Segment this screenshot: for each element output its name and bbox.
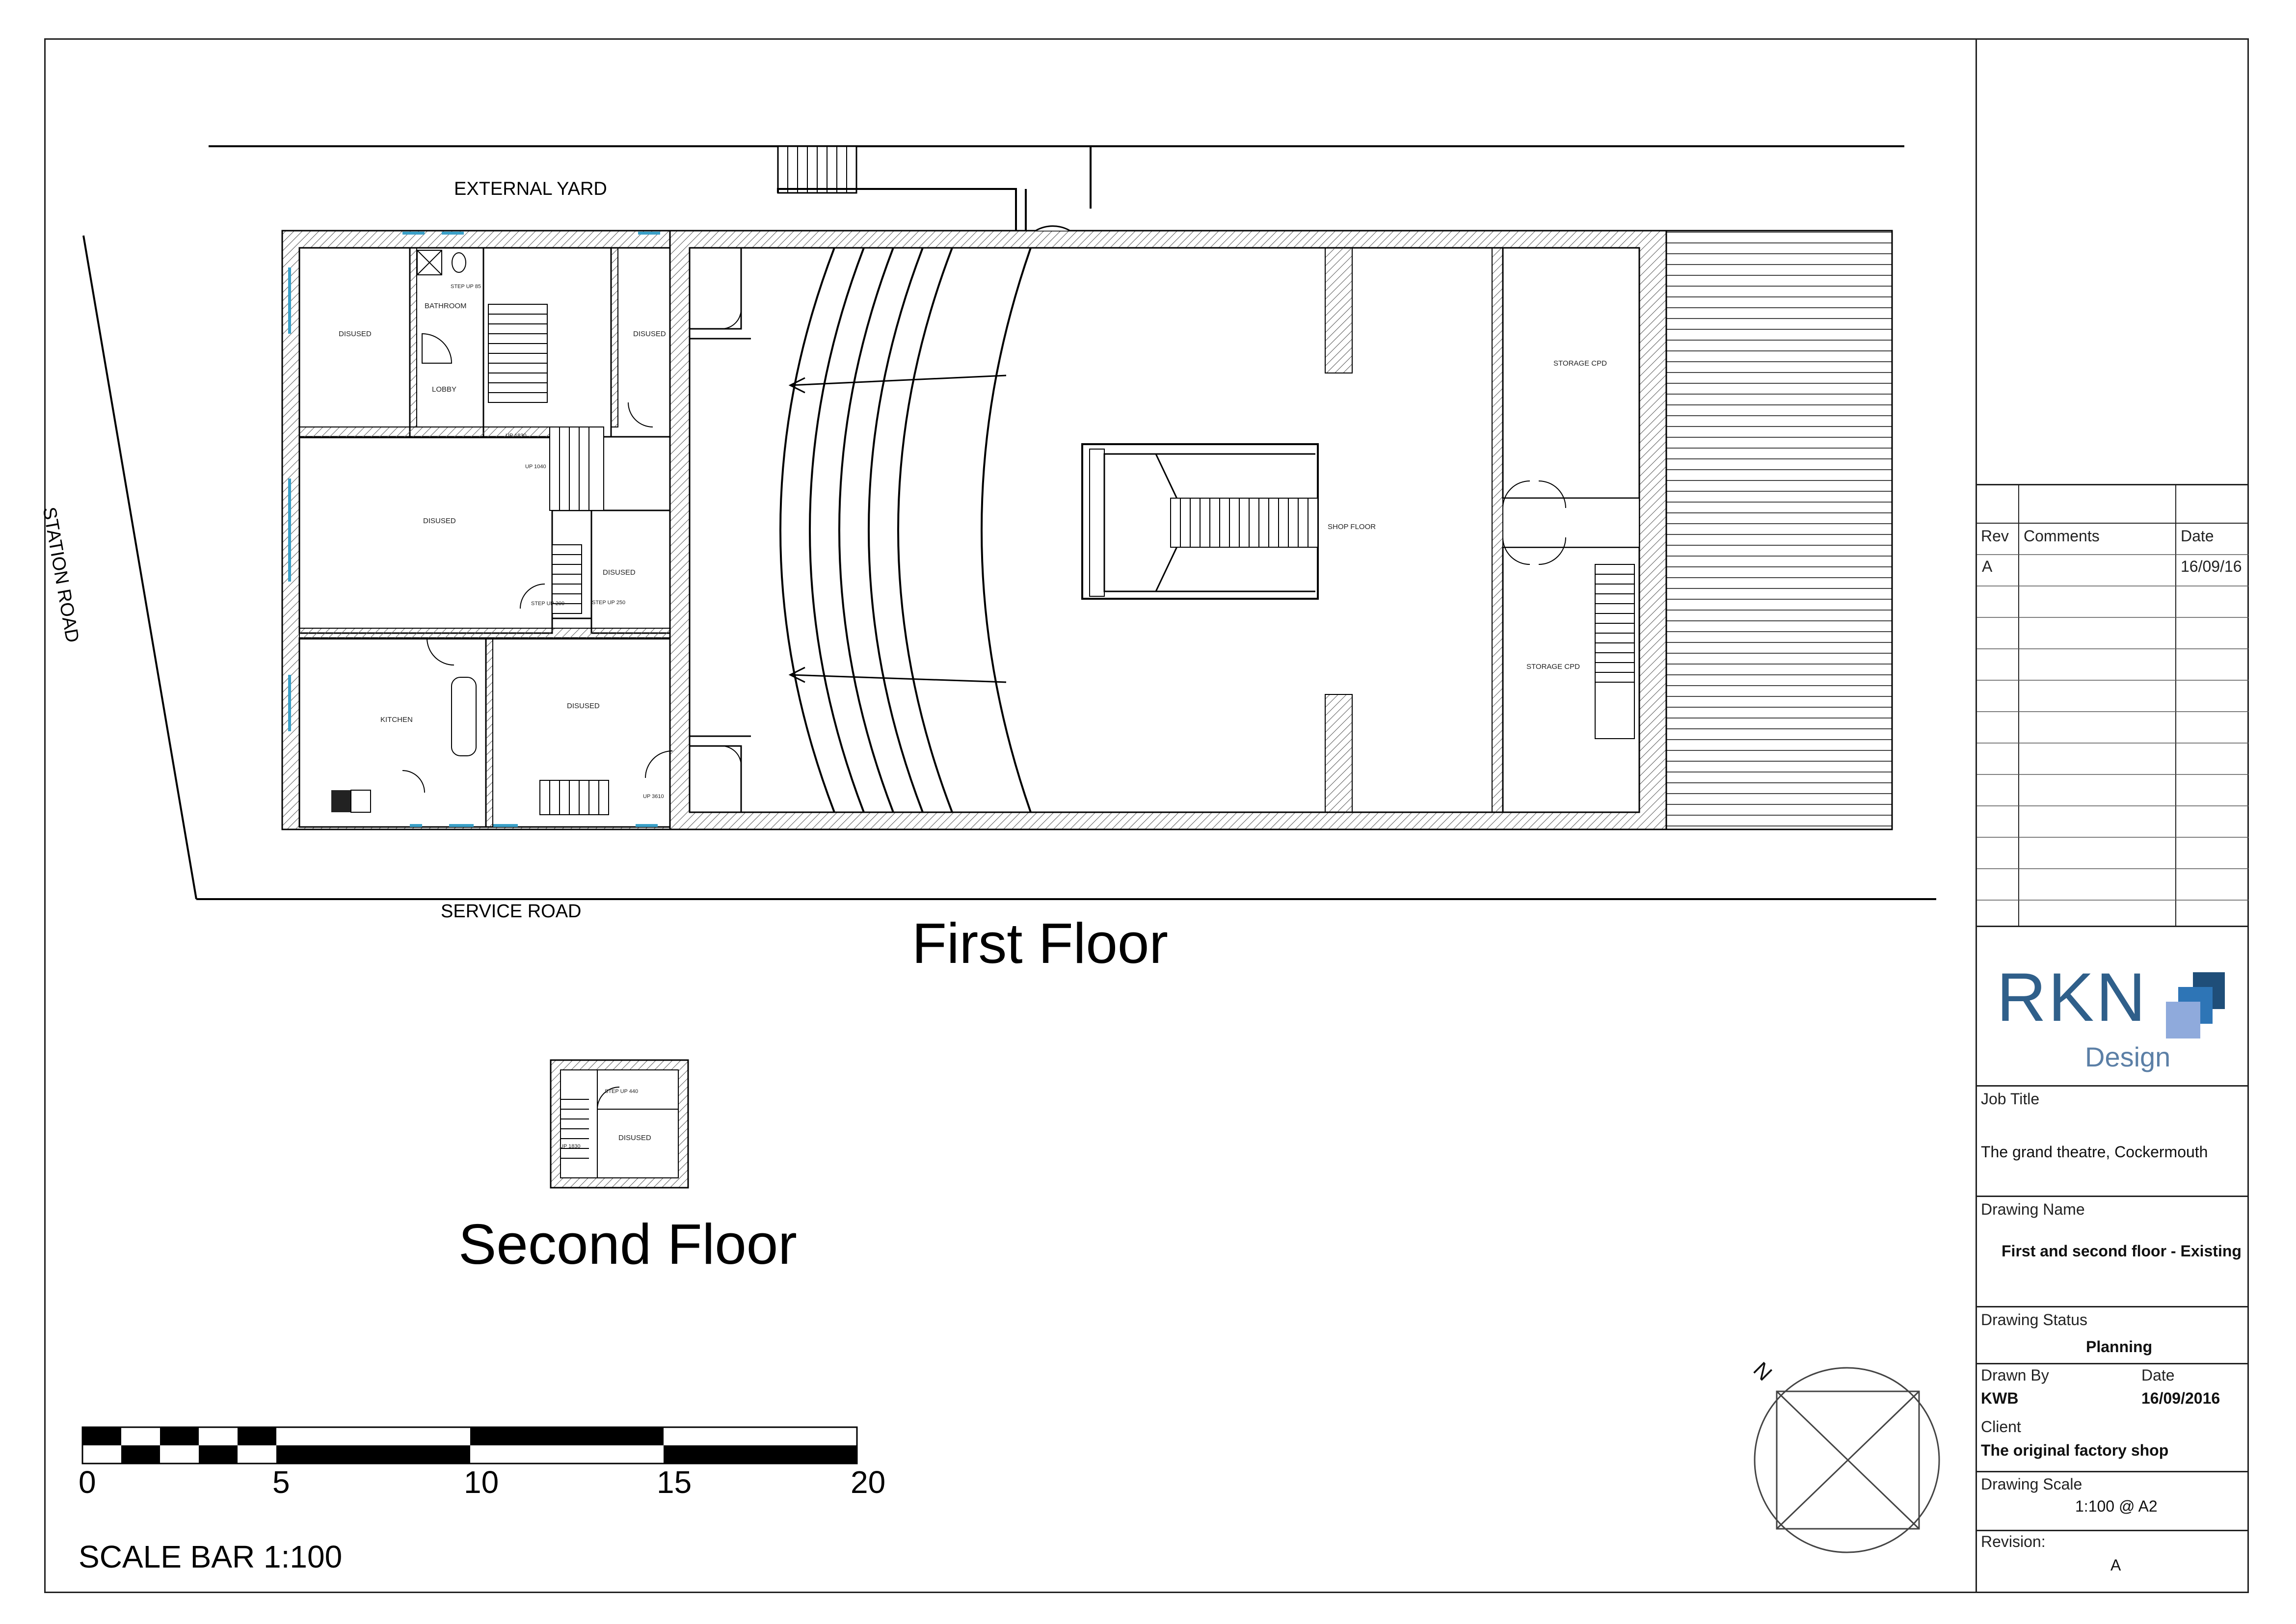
logo-sub-text: Design xyxy=(2085,1041,2171,1072)
external-stair xyxy=(777,145,1027,231)
second-floor-title: Second Floor xyxy=(458,1212,797,1276)
revision-value: A xyxy=(2110,1556,2121,1574)
second-floor-plan xyxy=(550,1059,689,1189)
room-disused-2 xyxy=(610,247,671,438)
room-label-disused-2: DISUSED xyxy=(633,330,666,338)
drawing-sheet-border xyxy=(44,38,2249,1593)
date-header: Date xyxy=(2181,527,2214,545)
date-value: 16/09/2016 xyxy=(2141,1389,2220,1407)
scale-tick-20: 20 xyxy=(851,1464,886,1500)
first-floor-title: First Floor xyxy=(912,911,1168,975)
note-up-1040: UP 1040 xyxy=(525,464,546,470)
note-step-up-85: STEP UP 85 xyxy=(451,284,481,290)
room-storage-1 xyxy=(1502,247,1640,499)
scale-tick-5: 5 xyxy=(272,1464,290,1500)
room-disused-4 xyxy=(590,509,671,634)
note-step-up-200: STEP UP 200 xyxy=(531,601,565,607)
client-label: Client xyxy=(1981,1418,2021,1436)
service-road-label: SERVICE ROAD xyxy=(441,901,582,922)
room-label-kitchen: KITCHEN xyxy=(380,716,413,724)
west-wing xyxy=(281,230,675,830)
scale-tick-0: 0 xyxy=(79,1464,96,1500)
comments-header: Comments xyxy=(2024,527,2100,545)
note-step-up-440: STEP UP 440 xyxy=(605,1089,639,1094)
revision-label: Revision: xyxy=(1981,1533,2046,1550)
east-roof-area xyxy=(1665,230,1893,830)
drawing-name-value: First and second floor - Existing xyxy=(2002,1242,2242,1260)
external-yard-label: EXTERNAL YARD xyxy=(454,179,607,199)
scale-bar-label: SCALE BAR 1:100 xyxy=(79,1539,343,1574)
room-bathroom xyxy=(409,247,484,438)
room-label-disused-1: DISUSED xyxy=(339,330,372,338)
job-title-value: The grand theatre, Cockermouth xyxy=(1981,1143,2208,1161)
room-label-shop-floor: SHOP FLOOR xyxy=(1328,523,1376,531)
main-hall xyxy=(669,225,1667,830)
job-title-label: Job Title xyxy=(1981,1090,2040,1108)
scale-tick-15: 15 xyxy=(657,1464,692,1500)
revision-table: Rev Comments Date A 16/09/16 xyxy=(1977,484,2249,926)
room-label-bathroom: BATHROOM xyxy=(425,302,467,310)
rev-row-date: 16/09/16 xyxy=(2181,558,2242,575)
note-up-1830-second: UP 1830 xyxy=(560,1144,581,1149)
drawn-by-label: Drawn By xyxy=(1981,1366,2049,1384)
rev-row-rev: A xyxy=(1982,558,1993,575)
room-disused-3 xyxy=(298,436,553,634)
drawing-scale-value: 1:100 @ A2 xyxy=(2075,1497,2158,1515)
room-label-lobby: LOBBY xyxy=(432,385,457,394)
drawing-status-label: Drawing Status xyxy=(1981,1311,2087,1329)
drawing-scale-label: Drawing Scale xyxy=(1981,1475,2082,1493)
title-block: Rev Comments Date A 16/09/16 RKN Design … xyxy=(1976,40,2249,1592)
room-label-disused-second: DISUSED xyxy=(618,1134,651,1142)
note-up-3610: UP 3610 xyxy=(643,794,664,799)
room-label-disused-3: DISUSED xyxy=(423,517,456,525)
room-label-storage-2: STORAGE CPD xyxy=(1526,663,1580,671)
date-label: Date xyxy=(2141,1366,2175,1384)
drawing-status-value: Planning xyxy=(2086,1338,2153,1356)
drawn-by-value: KWB xyxy=(1981,1389,2019,1407)
room-label-storage-1: STORAGE CPD xyxy=(1553,359,1607,368)
note-step-up-250: STEP UP 250 xyxy=(592,600,626,606)
station-road-edge xyxy=(82,235,197,900)
client-value: The original factory shop xyxy=(1981,1441,2169,1459)
rev-header: Rev xyxy=(1981,527,2009,545)
room-disused-1 xyxy=(298,247,411,438)
note-up-1830: UP 1830 xyxy=(506,433,527,439)
scale-bar xyxy=(81,1426,858,1464)
scale-tick-10: 10 xyxy=(464,1464,499,1500)
room-label-disused-4: DISUSED xyxy=(603,568,636,577)
room-label-disused-5: DISUSED xyxy=(567,702,600,710)
rkn-logo: RKN Design xyxy=(1997,958,2232,1100)
north-arrow xyxy=(1754,1367,1940,1553)
logo-main-text: RKN xyxy=(1997,958,2148,1036)
drawing-name-label: Drawing Name xyxy=(1981,1200,2085,1218)
